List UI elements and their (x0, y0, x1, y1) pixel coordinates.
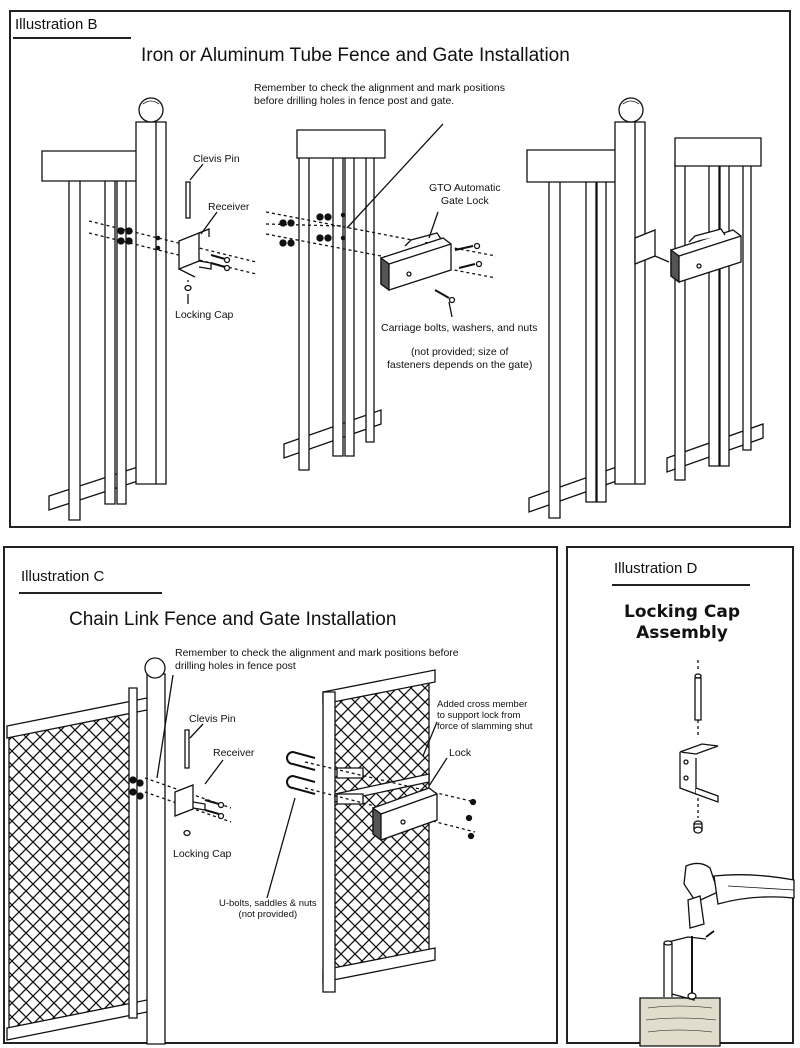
gto-lock-line-2: Gate Lock (440, 195, 489, 207)
illustration-c-lock-label: Lock (449, 747, 472, 759)
alignment-note-line-2: before drilling holes in fence post and … (254, 95, 455, 107)
cross-member-line-2: to support lock from (437, 710, 521, 721)
c-alignment-line-1: Remember to check the alignment and mark… (175, 647, 459, 659)
d-locking-cap-part (694, 821, 702, 833)
illustration-b-tag: Illustration B (15, 16, 98, 33)
right-gate-section (667, 138, 763, 480)
c-alignment-line-2: drilling holes in fence post (175, 660, 296, 672)
left-chain-link-fence (7, 658, 165, 1044)
right-mounted-hardware (635, 229, 741, 282)
illustration-c-locking-cap-label: Locking Cap (173, 848, 232, 860)
illustration-c-title: Chain Link Fence and Gate Installation (69, 609, 397, 630)
illustration-d-tag-underline (612, 584, 750, 586)
illustration-b-gto-lock-label: GTO Automatic Gate Lock (429, 182, 501, 208)
d-hammer-icon (684, 863, 794, 928)
illustration-c-receiver-label: Receiver (213, 747, 255, 759)
middle-dashed-guides (266, 212, 496, 278)
illustration-c-alignment-note: Remember to check the alignment and mark… (175, 647, 459, 673)
illustration-b-bolts-label: Carriage bolts, washers, and nuts (381, 322, 538, 334)
illustration-b-receiver-label: Receiver (208, 201, 250, 213)
fasteners-line-2: fasteners depends on the gate) (387, 359, 533, 371)
illustration-c-tag: Illustration C (21, 568, 105, 585)
ubolts-line-2: (not provided) (238, 909, 298, 920)
middle-alignment-pointer (347, 124, 443, 228)
gto-lock-line-1: GTO Automatic (429, 182, 501, 194)
locking-cap-title-line-1: Locking Cap (623, 602, 741, 622)
left-dashed-guides (89, 221, 256, 274)
illustration-b-tag-underline (13, 37, 131, 39)
c-right-dashed-guides (305, 762, 475, 832)
right-fence-section (527, 98, 645, 518)
c-left-receiver-assembly (157, 675, 224, 836)
left-receiver-assembly (179, 164, 230, 304)
locking-cap-title-line-2: Assembly (636, 623, 728, 643)
illustration-b-drawing (11, 12, 793, 530)
illustration-c-drawing (5, 548, 560, 1046)
fasteners-line-1: (not provided; size of (410, 346, 509, 358)
d-clevis-pin (695, 660, 701, 736)
alignment-note-line-1: Remember to check the alignment and mark… (254, 82, 505, 94)
locking-cap-assembly-title: Locking Cap Assembly (568, 602, 796, 644)
middle-gate-section (284, 130, 385, 470)
left-bolt-heads (118, 228, 160, 250)
illustration-c-tag-underline (19, 592, 162, 594)
d-receiver (680, 744, 718, 818)
illustration-b-panel: Illustration B Iron or Aluminum Tube Fen… (9, 10, 791, 528)
illustration-c-clevis-pin-label: Clevis Pin (189, 713, 236, 725)
cross-member-line-1: Added cross member (437, 699, 528, 710)
illustration-d-drawing (568, 548, 796, 1046)
c-right-lock (373, 722, 476, 840)
illustration-d-tag: Illustration D (614, 560, 698, 577)
illustration-c-panel: Illustration C Chain Link Fence and Gate… (3, 546, 558, 1044)
middle-gto-lock (381, 212, 482, 317)
illustration-b-clevis-pin-label: Clevis Pin (193, 153, 240, 165)
illustration-c-cross-member-note: Added cross member to support lock from … (437, 699, 533, 732)
middle-bolt-heads (280, 213, 345, 246)
illustration-b-title: Iron or Aluminum Tube Fence and Gate Ins… (141, 45, 570, 66)
ubolts-line-1: U-bolts, saddles & nuts (219, 898, 317, 909)
illustration-b-locking-cap-label: Locking Cap (175, 309, 234, 321)
illustration-b-alignment-note: Remember to check the alignment and mark… (254, 82, 505, 108)
u-bolts-and-saddles (267, 752, 363, 898)
c-left-bolt-heads (130, 777, 143, 799)
d-post-with-cap (640, 931, 720, 1046)
cross-member-line-3: force of slamming shut (437, 721, 533, 732)
illustration-c-ubolts-note: U-bolts, saddles & nuts (not provided) (219, 898, 317, 920)
illustration-b-fasteners-note: (not provided; size of fasteners depends… (387, 346, 532, 372)
illustration-d-panel: Illustration D Locking Cap Assembly (566, 546, 794, 1044)
left-fence-section (42, 98, 166, 520)
